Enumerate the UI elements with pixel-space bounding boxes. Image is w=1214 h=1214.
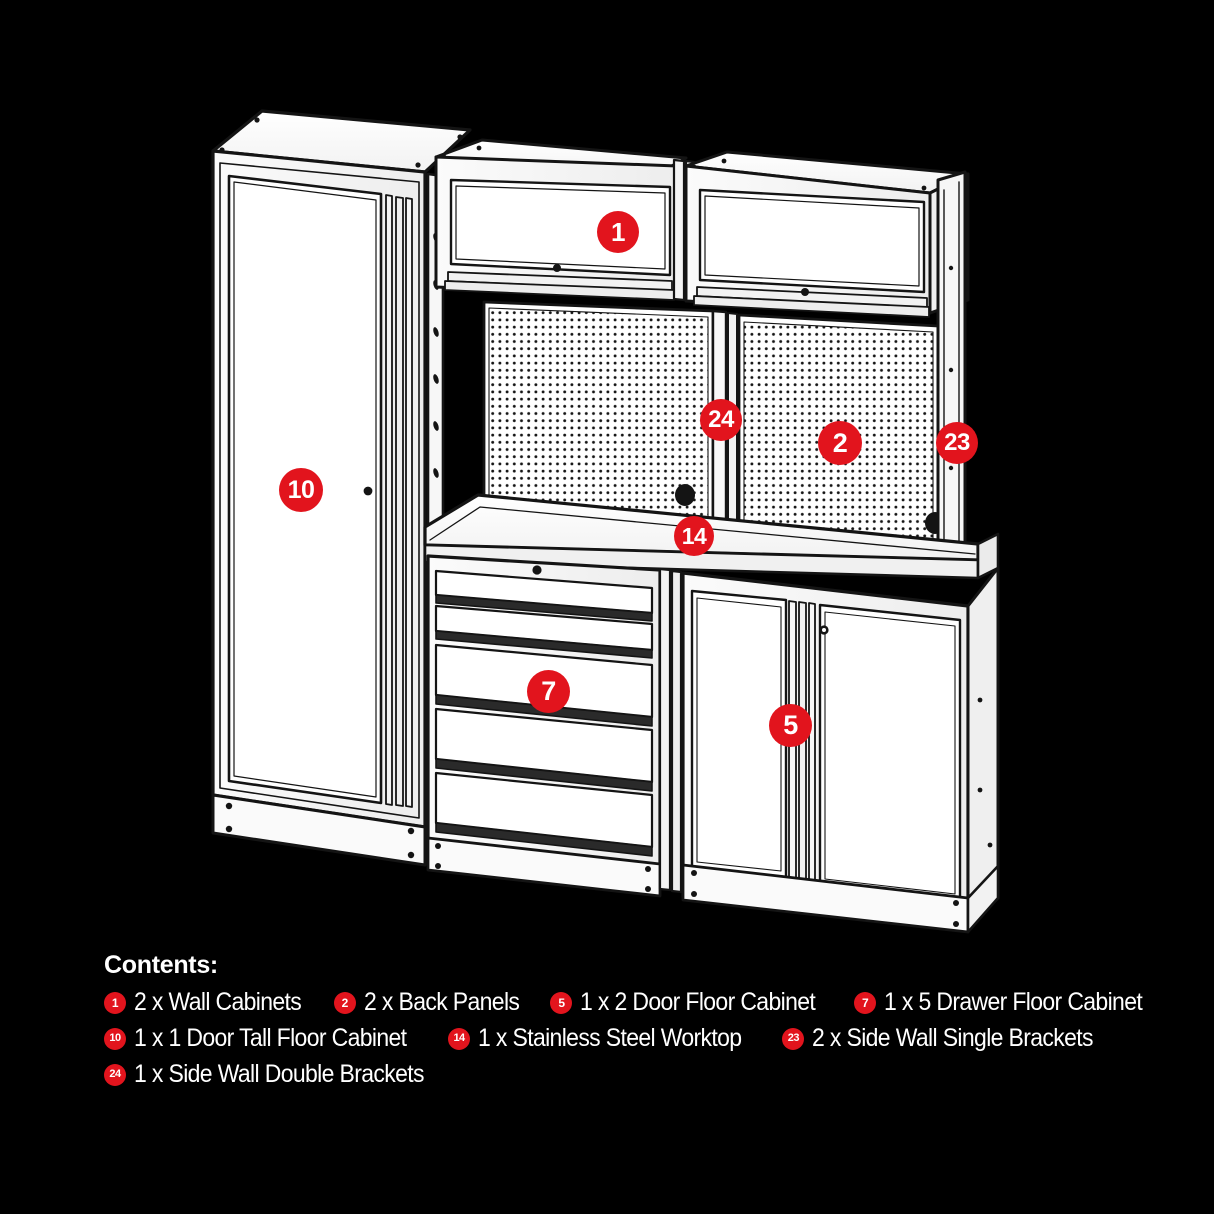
- callout-badge-1: 1: [597, 211, 639, 253]
- contents-entry: 24 1 x Side Wall Double Brackets: [104, 1060, 449, 1089]
- contents-badge: 2: [333, 991, 356, 1014]
- contents-entry-label: 2 x Side Wall Single Brackets: [812, 1024, 1094, 1052]
- contents-entry: 7 1 x 5 Drawer Floor Cabinet: [854, 988, 1165, 1017]
- callout-badge-24: 24: [700, 399, 742, 441]
- contents-heading: Contents:: [104, 951, 218, 979]
- contents-entry-label: 2 x Back Panels: [363, 988, 520, 1016]
- contents-line: 1 2 x Wall Cabinets 2 2 x Back Panels 5 …: [104, 988, 1164, 1018]
- contents-badge: 23: [782, 1027, 805, 1050]
- callout-number: 2: [832, 427, 848, 458]
- callout-badge-7: 7: [527, 670, 570, 713]
- contents-badge: 24: [104, 1063, 126, 1086]
- contents-entry-label: 1 x 1 Door Tall Floor Cabinet: [134, 1024, 407, 1052]
- callout-number: 23: [944, 429, 970, 456]
- contents-line: 24 1 x Side Wall Double Brackets: [104, 1060, 1164, 1090]
- contents-line: 10 1 x 1 Door Tall Floor Cabinet 14 1 x …: [104, 1024, 1164, 1054]
- contents-entry: 10 1 x 1 Door Tall Floor Cabinet: [104, 1024, 430, 1053]
- callout-number: 14: [681, 522, 707, 549]
- contents-entry-label: 1 x 2 Door Floor Cabinet: [580, 988, 816, 1016]
- contents-entry: 2 2 x Back Panels: [333, 988, 533, 1017]
- callout-number: 10: [287, 475, 315, 504]
- contents-entry-label: 1 x Stainless Steel Worktop: [478, 1024, 742, 1052]
- contents-entry: 5 1 x 2 Door Floor Cabinet: [550, 988, 836, 1017]
- tall-cabinet-plinth: [211, 793, 427, 867]
- floor-cabinet-divider: [658, 567, 683, 894]
- contents-badge: 1: [104, 991, 126, 1014]
- callout-badge-23: 23: [936, 422, 978, 464]
- wall-cabinet-left: [434, 138, 688, 301]
- garage-storage-illustration: 1 2 5 7 10 14 23 24: [211, 109, 1000, 934]
- contents-entry-label: 1 x Side Wall Double Brackets: [134, 1060, 424, 1088]
- contents-entry-label: 1 x 5 Drawer Floor Cabinet: [884, 988, 1143, 1016]
- wall-cabinet-right: [684, 150, 970, 318]
- contents-badge: 14: [448, 1027, 471, 1050]
- contents-badge: 10: [104, 1027, 126, 1050]
- contents-entry: 23 2 x Side Wall Single Brackets: [782, 1024, 1117, 1053]
- contents-entry: 14 1 x Stainless Steel Worktop: [448, 1024, 764, 1053]
- callout-number: 1: [611, 217, 625, 247]
- callout-number: 24: [708, 406, 734, 433]
- side-wall-single-bracket-right: [936, 170, 967, 558]
- contents-entry: 1 2 x Wall Cabinets: [104, 988, 316, 1017]
- two-door-cabinet-plinth: [681, 863, 1000, 934]
- contents-badge: 7: [854, 991, 877, 1014]
- callout-number: 5: [783, 710, 798, 740]
- back-panel-left: [482, 300, 715, 525]
- callout-badge-14: 14: [674, 516, 714, 556]
- contents-badge: 5: [550, 991, 573, 1014]
- callout-badge-5: 5: [769, 704, 812, 747]
- assembly-drawing-svg: [211, 109, 1000, 934]
- tall-cabinet-handle-stile: [385, 194, 413, 808]
- contents-block: Contents: 1 2 x Wall Cabinets 2 2 x Back…: [104, 951, 1164, 1096]
- callout-badge-10: 10: [279, 468, 323, 512]
- drawer-cabinet-plinth: [426, 836, 662, 898]
- callout-number: 7: [541, 676, 556, 706]
- callout-badge-2: 2: [818, 421, 862, 465]
- contents-entry-label: 2 x Wall Cabinets: [134, 988, 302, 1016]
